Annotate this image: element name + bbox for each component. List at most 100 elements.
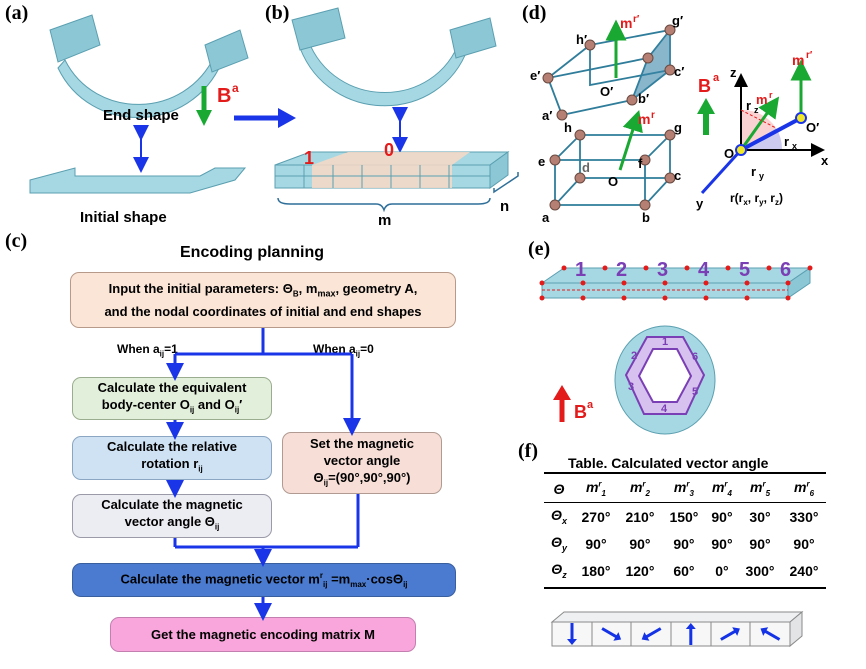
set-angle-box: Set the magnetic vector angle Θij=(90°,9… — [282, 432, 442, 494]
ring-label-2: 2 — [631, 350, 637, 362]
origin-o-prime: O′ — [806, 120, 819, 135]
m-right-label: m — [792, 52, 804, 68]
field-label-e: B — [574, 402, 587, 422]
magnetization-arrow — [644, 627, 662, 639]
magnetization-arrowhead — [685, 623, 696, 630]
table-header-m1: mr1 — [585, 479, 606, 498]
magnetization-arrowhead — [732, 627, 740, 636]
table-top-rule — [544, 472, 826, 474]
node-c: c — [674, 168, 681, 183]
segment-label-5: 5 — [739, 259, 750, 281]
m-right-sup: r′ — [806, 50, 813, 61]
m-label: m — [378, 212, 391, 229]
axis-y: y — [696, 196, 704, 211]
segment-label-3: 3 — [657, 259, 668, 281]
input-sub-1: B — [292, 289, 299, 299]
r-formula: r(rx, ry, rz) — [730, 191, 783, 207]
rotated-cube-face — [632, 30, 670, 100]
origin-o: O — [724, 146, 734, 161]
table-cell: 90° — [711, 508, 733, 525]
table-cell: 150° — [669, 508, 699, 525]
rx-sub: x — [792, 141, 797, 151]
node-a-prime: a′ — [542, 108, 552, 123]
when-aij-1: When aij=1 — [117, 342, 178, 359]
axis-z: z — [730, 65, 737, 80]
row-label-y: Θy — [551, 534, 567, 553]
table-header-m3: mr3 — [673, 479, 694, 498]
node-a: a — [542, 210, 550, 225]
input-text-3: , geometry A, — [335, 281, 418, 297]
m-sup: r — [651, 110, 655, 121]
field-sup-e: a — [587, 399, 594, 411]
table-cell: 90° — [629, 535, 651, 552]
table-cell: 0° — [715, 562, 729, 579]
table-bottom-rule — [544, 587, 826, 589]
table-header-theta: Θ — [553, 480, 565, 497]
panel-label-e: (e) — [528, 238, 551, 260]
input-sub-2: max — [317, 288, 336, 299]
magnetization-arrowhead — [641, 632, 650, 641]
magnetization-arrow — [601, 627, 619, 639]
node-b-prime: b′ — [638, 91, 649, 106]
rx-label: r — [784, 134, 789, 149]
vector-angle-table: Θ mr1 mr2 mr3 mr4 mr5 mr6 Θx 270° 210° 1… — [544, 475, 826, 584]
row-label-z: Θz — [551, 561, 567, 580]
magnetization-arrow — [720, 629, 737, 641]
ring-label-1: 1 — [662, 336, 668, 348]
ry-sub: y — [759, 171, 764, 181]
magnetic-vector-box: Calculate the magnetic vector mrij =mmax… — [72, 563, 456, 597]
table-cell: 90° — [585, 535, 607, 552]
initial-shape-label: Initial shape — [80, 209, 167, 226]
body-center-box: Calculate the equivalent body-center Oij… — [72, 377, 272, 420]
ring-label-5: 5 — [692, 386, 698, 398]
strip-label-one: 1 — [304, 148, 314, 168]
vector-arrow-strip — [550, 610, 804, 648]
node-e-prime: e′ — [530, 68, 540, 83]
table-cell: 90° — [793, 535, 815, 552]
table-cell: 240° — [789, 562, 819, 579]
vector-angle-box: Calculate the magnetic vector angle Θij — [72, 494, 272, 538]
panel-label-b: (b) — [265, 2, 290, 24]
end-shape-b — [291, 7, 497, 107]
table-title: Table. Calculated vector angle — [568, 455, 769, 471]
table-cell: 120° — [625, 562, 655, 579]
node-g-prime: g′ — [672, 13, 683, 28]
rotated-cube-nodes — [542, 24, 676, 121]
m-prime-label: m — [620, 15, 632, 31]
panels-ab-illustration: B a End shape Initial shape 1 0 m n — [29, 7, 519, 229]
reference-cube-nodes — [549, 129, 676, 211]
panel-label-a: (a) — [5, 2, 29, 24]
end-shape-a — [49, 14, 249, 118]
panel-d-illustration: h′ g′ e′ c′ O′ b′ a′ m r′ h g e d f O c … — [530, 13, 829, 225]
flowchart-title: Encoding planning — [180, 244, 324, 261]
table-cell: 90° — [749, 535, 771, 552]
segment-label-2: 2 — [616, 259, 627, 281]
field-label-a: B — [217, 85, 231, 107]
panel-label-c: (c) — [5, 230, 28, 252]
axis-x: x — [821, 153, 829, 168]
table-row: Θy 90° 90° 90° 90° 90° 90° — [544, 530, 826, 557]
table-cell: 30° — [749, 508, 771, 525]
table-cell: 90° — [673, 535, 695, 552]
table-header-m5: mr5 — [750, 479, 771, 498]
node-b: b — [642, 210, 650, 225]
node-d: d — [582, 160, 590, 175]
field-arrow-a — [196, 86, 212, 126]
node-h-prime: h′ — [576, 32, 587, 47]
segment-label-1: 1 — [575, 259, 586, 281]
relative-rotation-box: Calculate the relative rotation rij — [72, 436, 272, 480]
coordinate-axes — [700, 59, 825, 195]
input-parameters-box: Input the initial parameters: ΘB, mmax, … — [70, 272, 456, 328]
when-aij-0: When aij=0 — [313, 342, 374, 359]
node-h: h — [564, 120, 572, 135]
input-text-2: , m — [298, 281, 318, 297]
input-text-1: Input the initial parameters: Θ — [108, 281, 293, 297]
node-f: f — [638, 156, 643, 171]
m-prime-sup: r′ — [633, 14, 640, 25]
table-header-m2: mr2 — [629, 479, 650, 498]
table-cell: 210° — [625, 508, 655, 525]
panel-e-illustration: 1 2 3 4 5 6 1 2 3 4 5 6 B a — [539, 259, 813, 435]
table-cell: 270° — [581, 508, 611, 525]
table-row: Θx 270° 210° 150° 90° 30° 330° — [544, 503, 826, 531]
node-e: e — [538, 154, 545, 169]
